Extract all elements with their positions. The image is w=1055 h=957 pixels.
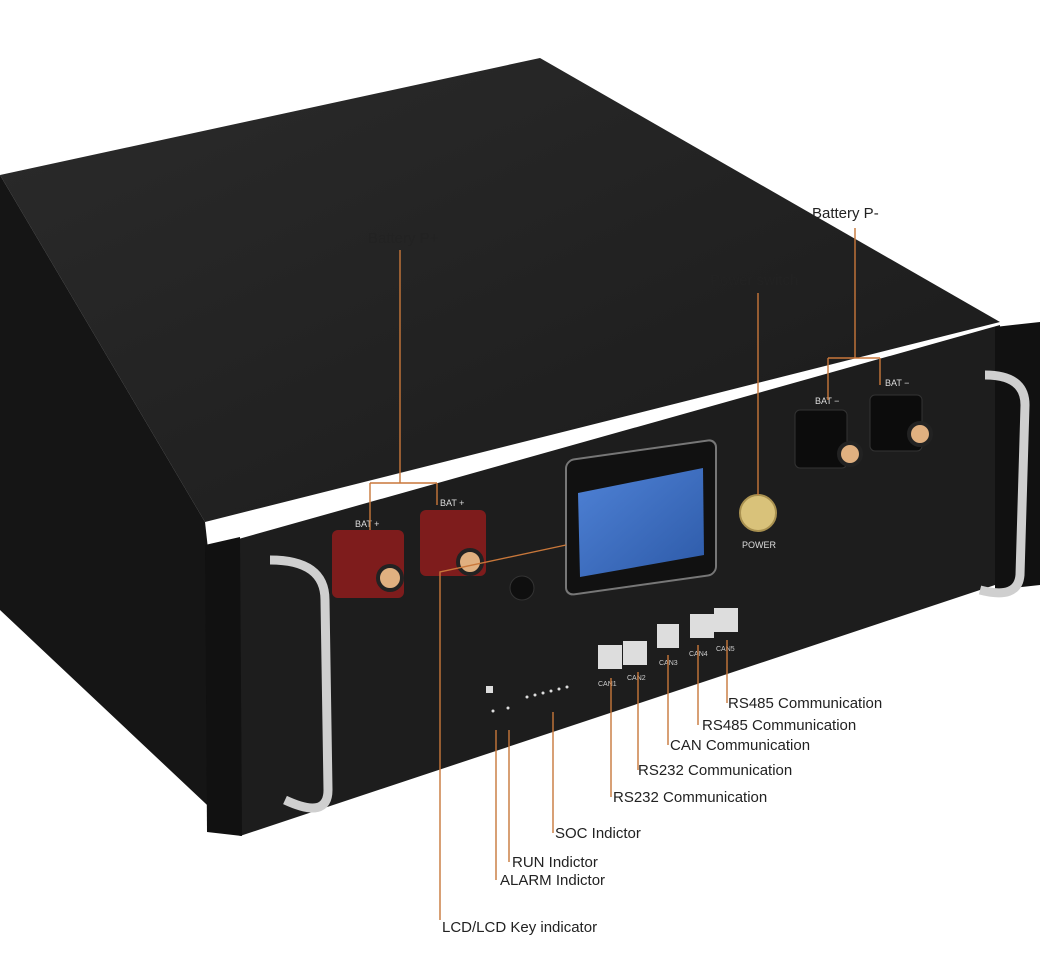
callout-power-switch: Power switch bbox=[710, 272, 798, 289]
comm-ports: CAN1 CAN2 CAN3 CAN4 CAN5 bbox=[598, 608, 738, 688]
callout-can: CAN Communication bbox=[670, 737, 810, 754]
callout-alarm: ALARM Indictor bbox=[500, 872, 605, 889]
port-label: CAN1 bbox=[598, 681, 617, 688]
bat-plus-terminal-1[interactable] bbox=[332, 530, 404, 598]
bat-minus-terminal-2[interactable] bbox=[869, 394, 933, 452]
bat-plus-label-1: BAT + bbox=[355, 519, 379, 529]
port-label: CAN5 bbox=[716, 646, 735, 653]
power-label: POWER bbox=[742, 540, 777, 550]
callout-rs232-a: RS232 Communication bbox=[638, 762, 792, 779]
bat-plus-label-2: BAT + bbox=[440, 498, 464, 508]
lcd-key-button[interactable] bbox=[509, 575, 535, 601]
callout-rs485-b: RS485 Communication bbox=[702, 717, 856, 734]
callout-rs232-b: RS232 Communication bbox=[613, 789, 767, 806]
port-can5-socket[interactable] bbox=[714, 608, 738, 632]
indicator-leds bbox=[486, 685, 569, 713]
power-button[interactable] bbox=[739, 494, 777, 532]
bat-plus-terminal-2[interactable] bbox=[420, 510, 486, 576]
callout-lines bbox=[369, 228, 881, 920]
callout-battery-p-minus: Battery P- bbox=[812, 205, 879, 222]
port-can1-socket[interactable] bbox=[598, 645, 622, 669]
port-can3-socket[interactable] bbox=[657, 624, 679, 648]
bat-minus-terminal-1[interactable] bbox=[794, 409, 863, 469]
left-side-face bbox=[0, 175, 240, 836]
top-face bbox=[0, 58, 1000, 522]
callout-rs485-a: RS485 Communication bbox=[728, 695, 882, 712]
port-can4-socket[interactable] bbox=[690, 614, 714, 638]
callout-battery-p-plus: Battery P+ bbox=[368, 230, 439, 247]
port-label: CAN2 bbox=[627, 675, 646, 682]
callout-run: RUN Indictor bbox=[512, 854, 598, 871]
right-rack-ear bbox=[995, 322, 1040, 590]
left-rack-ear bbox=[205, 537, 242, 836]
callout-soc: SOC Indictor bbox=[555, 825, 641, 842]
right-handle bbox=[978, 370, 1030, 598]
lcd-display bbox=[565, 439, 717, 596]
bat-minus-label-2: BAT − bbox=[885, 378, 909, 388]
left-handle bbox=[269, 555, 333, 813]
port-can2-socket[interactable] bbox=[623, 641, 647, 665]
bat-minus-label-1: BAT − bbox=[815, 396, 839, 406]
callout-lcd: LCD/LCD Key indicator bbox=[442, 919, 597, 936]
